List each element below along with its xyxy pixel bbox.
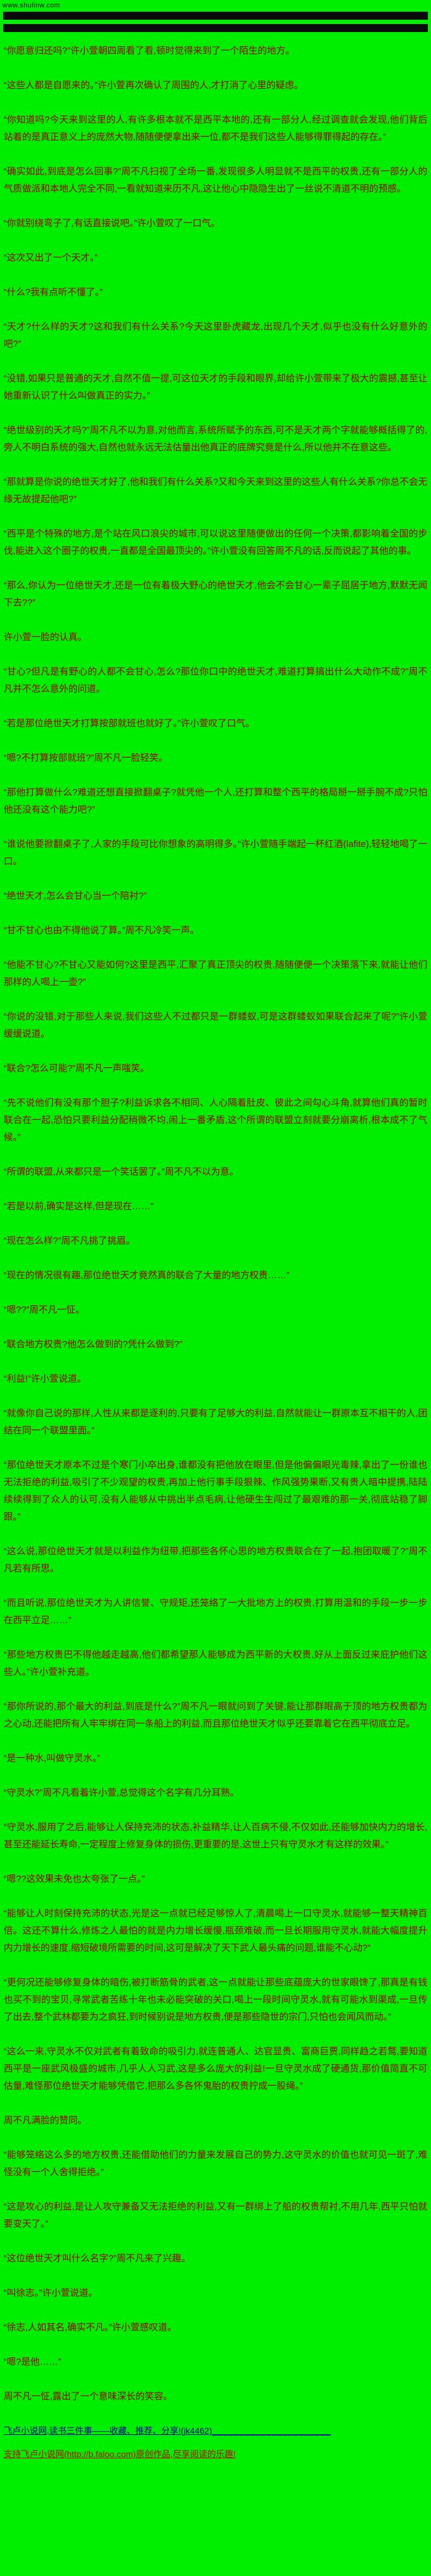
novel-paragraph: “叫徐志。”许小萱说道。 [4,2288,98,2298]
novel-paragraph: “嗯?是他……” [4,2357,62,2367]
novel-paragraph: “这是攻心的利益,是让人攻守兼备又无法拒绝的利益,又有一群绑上了船的权贵帮衬,不… [4,2201,427,2229]
novel-paragraph: “就像你自己说的那样,人性从来都是逐利的,只要有了足够大的利益,自然就能让一群原… [4,1408,427,1436]
novel-paragraph: “天才?什么样的天才?这和我们有什么关系?今天这里卧虎藏龙,出现几个天才,似乎也… [4,322,427,349]
novel-paragraph: “你愿意归还吗?”许小萱朝四周看了看,顿时觉得来到了一个陌生的地方。 [4,46,295,56]
novel-paragraph: “嗯?不打算按部就班?”周不凡一脸轻笑。 [4,753,168,763]
ad-banner-top-1[interactable] [3,12,428,20]
novel-paragraph: “绝世级别的天才吗?”周不凡不以为意,对他而言,系统所赋予的东西,可不是天才两个… [4,425,427,453]
novel-paragraph: “那他打算做什么?难道还想直接掀翻桌子?就凭他一个人,还打算和整个西平的格局掰一… [4,787,427,815]
novel-paragraph: “联合地方权贵?他怎么做到的?凭什么做到?” [4,1339,183,1350]
novel-paragraph: “现在怎么样?”周不凡挑了挑眉。 [4,1236,135,1246]
novel-content: “你愿意归还吗?”许小萱朝四周看了看,顿时觉得来到了一个陌生的地方。 “这些人都是… [0,36,431,2405]
novel-paragraph: “能够让人时刻保持充沛的状态,光是这一点就已经足够惊人了,清晨喝上一口守灵水,就… [4,1908,427,1953]
novel-paragraph: “这位绝世天才叫什么名字?”周不凡来了兴趣。 [4,2253,191,2264]
novel-paragraph: “利益!”许小萱说道。 [4,1374,87,1384]
novel-paragraph: “那就算是你说的绝世天才好了,他和我们有什么关系?又和今天来到这里的这些人有什么… [4,477,427,504]
novel-paragraph: “你知道吗?今天来到这里的人,有许多根本就不是西平本地的,还有一部分人,经过调查… [4,115,427,142]
novel-paragraph: 周不凡一怔,露出了一个意味深长的笑容。 [4,2391,173,2402]
promo-underline-tail: ______________________ [212,2426,331,2436]
novel-paragraph: “西平是个特殊的地方,是个站在风口浪尖的城市,可以说这里随便做出的任何一个决策,… [4,529,427,556]
novel-paragraph: “那些地方权贵巴不得他越走越高,他们都希望那人能够成为西平新的大权贵,好从上面反… [4,1650,427,1677]
faloo-support-link[interactable]: 支持飞卢小说网(http://b.faloo.com)原创作品,尽享阅读的乐趣! [4,2449,236,2459]
novel-paragraph: “能够笼络这么多的地方权贵,还能借助他们的力量来发展自己的势力,这守灵水的价值也… [4,2150,427,2177]
novel-paragraph: “现在的情况很有趣,那位绝世天才竟然真的联合了大量的地方权贵……” [4,1270,290,1281]
promo-line: 飞卢小说网,读书三件事——收藏、推荐、分享!(jk4462)__________… [4,2423,427,2439]
ad-banner-top-2[interactable] [3,24,428,32]
novel-paragraph: “没错,如果只是普通的天才,自然不值一提,可这位天才的手段和眼界,却给许小萱带来… [4,373,427,401]
novel-paragraph: “联合?怎么可能?”周不凡一声嗤笑。 [4,1063,150,1074]
novel-reader-page: www.shulinw.com “你愿意归还吗?”许小萱朝四周看了看,顿时觉得来… [0,2,431,2459]
novel-paragraph: “先不说他们有没有那个胆子?利益诉求各不相同、人心隔着肚皮、彼此之间勾心斗角,就… [4,1098,427,1143]
novel-paragraph: “什么?我有点听不懂了。” [4,287,103,298]
novel-paragraph: “这么说,那位绝世天才就是以利益作为纽带,把那些各怀心思的地方权贵联合在了一起,… [4,1546,427,1574]
novel-paragraph: “他能不甘心?不甘心又能如何?这里是西平,汇聚了真正顶尖的权贵,随随便便一个决策… [4,960,427,987]
novel-paragraph: “嗯??这效果未免也太夸张了一点。” [4,1874,145,1884]
novel-paragraph: “守灵水,服用了之后,能够让人保持充沛的状态,补益精华,让人百病不侵,不仅如此,… [4,1822,427,1850]
novel-paragraph: “若是以前,确实是这样,但是现在……” [4,1201,154,1212]
novel-paragraph: “嗯??”周不凡一怔。 [4,1305,85,1315]
novel-paragraph: “这些人都是自愿来的。”许小萱再次确认了周围的人,才打消了心里的疑虑。 [4,80,304,91]
novel-paragraph: 周不凡满脸的赞同。 [4,2115,87,2126]
novel-paragraph: “你就别绕弯子了,有话直接说吧。”许小萱叹了一口气。 [4,218,220,229]
novel-paragraph: “更何况还能够修复身体的暗伤,被打断筋骨的武者,这一点就能让那些底蕴庞大的世家眼… [4,1977,427,2022]
novel-paragraph: 许小萱一脸的认真。 [4,632,87,642]
novel-paragraph: “甘心?但凡是有野心的人都不会甘心,怎么?那位你口中的绝世天才,难道打算搞出什么… [4,666,427,694]
novel-paragraph: “确实如此,到底是怎么回事?”周不凡扫视了全场一番,发现很多人明显就不是西平的权… [4,166,427,194]
novel-paragraph: “所谓的联盟,从来都只是一个笑话罢了。”周不凡不以为意。 [4,1167,239,1177]
novel-paragraph: “徐志,人如其名,确实不凡。”许小萱感叹道。 [4,2322,177,2333]
novel-paragraph: “守灵水?”周不凡看着许小萱,总觉得这个名字有几分耳熟。 [4,1788,240,1798]
novel-paragraph: “这么一来,守灵水不仅对武者有着致命的吸引力,就连普通人、达官显贵、富商巨贾,同… [4,2046,427,2091]
novel-paragraph: “而且听说,那位绝世天才为人讲信誉、守规矩,还笼络了一大批地方上的权贵,打算用温… [4,1598,427,1626]
novel-paragraph: “是一种水,叫做守灵水。” [4,1753,100,1764]
site-watermark[interactable]: www.shulinw.com [2,2,60,9]
novel-paragraph: “若是那位绝世天才打算按部就班也就好了。”许小萱叹了口气。 [4,718,255,729]
novel-paragraph: “你说的没错,对于那些人来说,我们这些人不过都只是一群蝼蚁,可是这群蝼蚁如果联合… [4,1011,427,1039]
novel-paragraph: “这次又出了一个天才。” [4,253,98,263]
faloo-promo-link[interactable]: 飞卢小说网,读书三件事——收藏、推荐、分享!(jk4462) [4,2426,212,2436]
novel-paragraph: “那位绝世天才原本不过是个寒门小卒出身,谁都没有把他放在眼里,但是他偏偏眼光毒辣… [4,1460,427,1522]
novel-paragraph: “那你所说的,那个最大的利益,到底是什么?”周不凡一眼就问到了关键,能让那群眼高… [4,1701,427,1729]
novel-paragraph: “绝世天才,怎么会甘心当一个陪衬?” [4,891,147,901]
novel-paragraph: “甘不甘心也由不得他说了算。”周不凡冷笑一声。 [4,925,199,936]
novel-paragraph: “谁说他要掀翻桌子了,人家的手段可比你想象的高明得多。”许小萱随手端起一杯红酒(… [4,839,427,867]
novel-paragraph: “那么,你认为一位绝世天才,还是一位有着极大野心的绝世天才,他会不会甘心一辈子屈… [4,580,427,608]
